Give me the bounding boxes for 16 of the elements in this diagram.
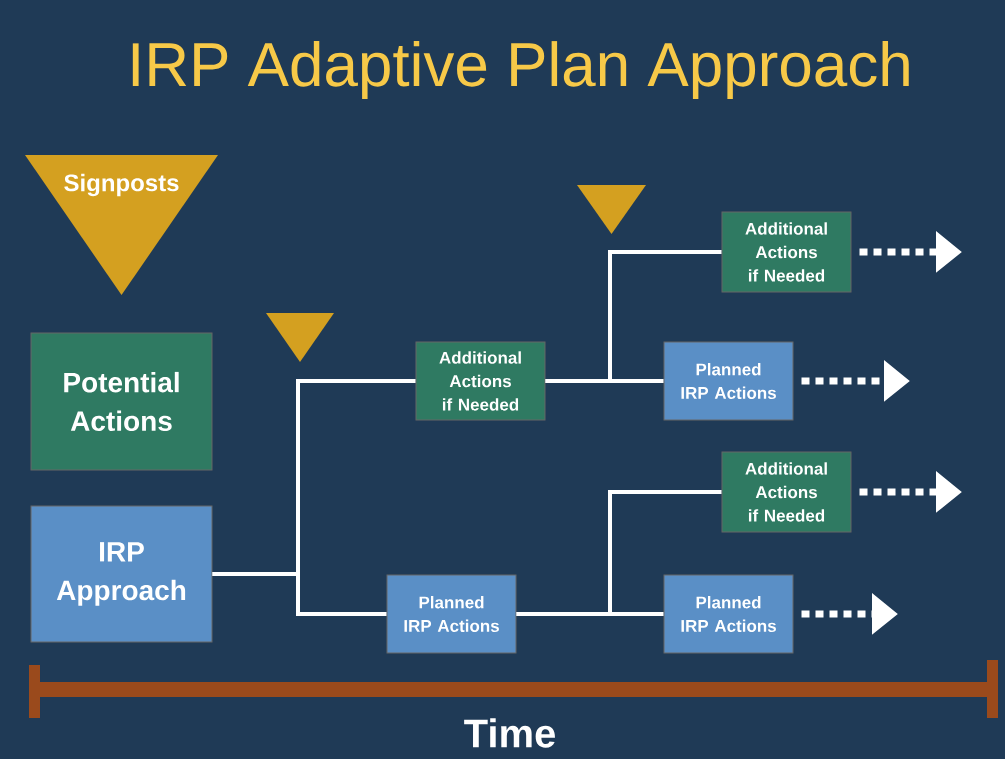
plan-box: Planned IRP Actions	[663, 341, 794, 421]
triangle-marker	[266, 313, 334, 362]
signpost-triangle: Signposts	[25, 155, 218, 295]
slide-title: IRP Adaptive Plan Approach	[132, 41, 909, 99]
plan-box: Planned IRP Actions	[663, 574, 794, 654]
action-box: Additional Actions if Needed	[415, 341, 546, 421]
action-box: Additional Actions if Needed	[721, 451, 852, 533]
axis-label: Time	[464, 718, 555, 748]
connector-line	[516, 612, 664, 616]
action-box: Additional Actions if Needed	[721, 211, 852, 293]
connector-line	[212, 572, 387, 616]
connector-line	[545, 379, 664, 383]
action-box: Potential Actions	[30, 332, 213, 471]
plan-box: IRP Approach	[30, 505, 213, 643]
triangle-marker	[577, 185, 646, 234]
plan-box: Planned IRP Actions	[386, 574, 517, 654]
